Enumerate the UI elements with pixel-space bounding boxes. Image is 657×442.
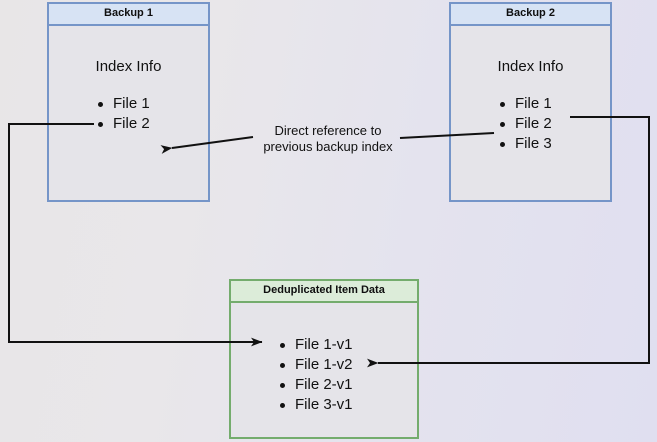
backup-2-header: Backup 2: [451, 4, 610, 26]
list-item: File 2: [499, 114, 552, 134]
direct-reference-caption-line-2: previous backup index: [263, 139, 393, 154]
list-item: File 1: [97, 94, 150, 114]
list-item: File 1-v2: [279, 355, 353, 375]
backup-1-box[interactable]: Backup 1 Index Info File 1 File 2: [47, 2, 210, 202]
backup-1-header: Backup 1: [49, 4, 208, 26]
backup-1-file-list: File 1 File 2: [97, 94, 150, 134]
direct-reference-caption: Direct reference to previous backup inde…: [253, 123, 403, 155]
list-item: File 1: [499, 94, 552, 114]
direct-reference-caption-line-1: Direct reference to: [274, 123, 382, 138]
list-item: File 2: [97, 114, 150, 134]
backup-1-index-info-label: Index Info: [95, 58, 162, 75]
backup-2-box[interactable]: Backup 2 Index Info File 1 File 2 File 3: [449, 2, 612, 202]
backup-2-file-list: File 1 File 2 File 3: [499, 94, 552, 154]
list-item: File 1-v1: [279, 335, 353, 355]
deduplicated-item-data-header: Deduplicated Item Data: [231, 281, 417, 303]
backup-2-index-info-label: Index Info: [497, 58, 564, 75]
deduplicated-file-list: File 1-v1 File 1-v2 File 2-v1 File 3-v1: [279, 335, 353, 415]
list-item: File 3: [499, 134, 552, 154]
deduplicated-item-data-box[interactable]: Deduplicated Item Data File 1-v1 File 1-…: [229, 279, 419, 439]
deduplicated-item-data-body: File 1-v1 File 1-v2 File 2-v1 File 3-v1: [231, 303, 417, 437]
backup-2-body: Index Info File 1 File 2 File 3: [451, 26, 610, 200]
list-item: File 3-v1: [279, 395, 353, 415]
list-item: File 2-v1: [279, 375, 353, 395]
backup-1-body: Index Info File 1 File 2: [49, 26, 208, 200]
